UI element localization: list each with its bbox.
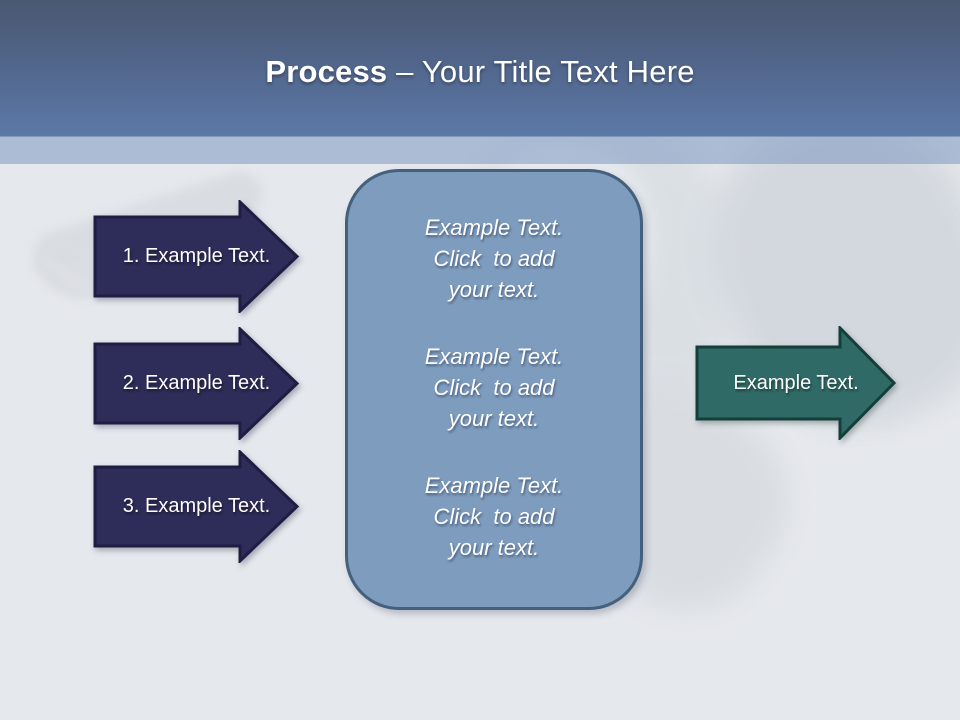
- result-arrow[interactable]: Example Text.: [695, 326, 897, 440]
- text-line: Example Text.: [424, 473, 564, 498]
- arrow-right-shape: [93, 327, 300, 440]
- step-arrow-1[interactable]: 1. Example Text.: [93, 200, 300, 313]
- arrow-right-shape: [695, 326, 897, 440]
- text-line: Click to add: [433, 504, 555, 529]
- slide-title-emphasis: Process: [265, 54, 388, 89]
- text-line: your text.: [448, 406, 540, 431]
- text-block-3[interactable]: Example Text. Click to add your text.: [366, 470, 622, 563]
- text-block-2[interactable]: Example Text. Click to add your text.: [366, 341, 622, 434]
- text-line: your text.: [448, 535, 540, 560]
- arrow-right-shape: [93, 450, 300, 563]
- result-arrow-label[interactable]: Example Text.: [733, 371, 859, 394]
- text-line: Click to add: [433, 375, 555, 400]
- text-line: Example Text.: [424, 344, 564, 369]
- step-arrow-1-label[interactable]: 1. Example Text.: [122, 245, 271, 267]
- step-arrow-3[interactable]: 3. Example Text.: [93, 450, 300, 563]
- step-arrow-2-label[interactable]: 2. Example Text.: [122, 372, 271, 394]
- text-line: Example Text.: [424, 215, 564, 240]
- step-arrow-2[interactable]: 2. Example Text.: [93, 327, 300, 440]
- figure-finger-shape: [41, 255, 91, 292]
- header-accent-band: [0, 136, 960, 164]
- text-line: your text.: [448, 277, 540, 302]
- slide-title-rest: – Your Title Text Here: [387, 54, 695, 89]
- arrow-right-shape: [93, 200, 300, 313]
- text-block-1[interactable]: Example Text. Click to add your text.: [366, 212, 622, 305]
- step-arrow-3-label[interactable]: 3. Example Text.: [122, 495, 271, 517]
- content-panel[interactable]: Example Text. Click to add your text. Ex…: [345, 169, 643, 610]
- text-line: Click to add: [433, 246, 555, 271]
- slide-title: Process – Your Title Text Here: [0, 54, 960, 90]
- title-bar: Process – Your Title Text Here: [0, 0, 960, 136]
